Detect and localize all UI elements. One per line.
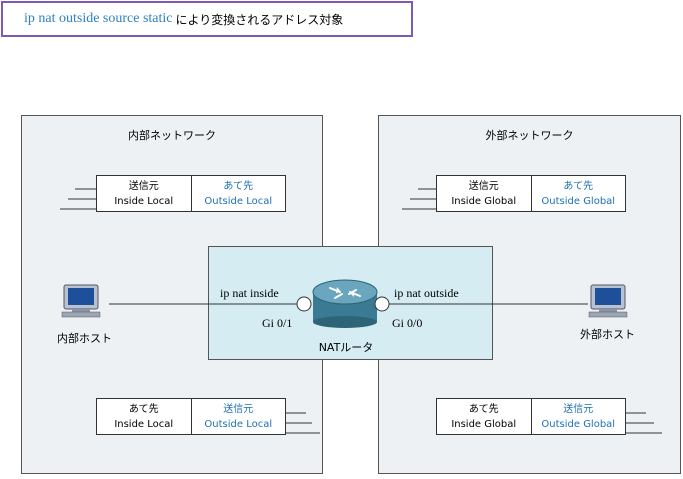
inside-host-label: 内部ホスト: [57, 332, 112, 345]
inside-network-label: 内部ネットワーク: [128, 129, 216, 142]
address-cell: 送信元 Outside Local: [190, 399, 286, 434]
address-cell: 送信元 Outside Global: [530, 399, 626, 434]
address-type: Outside Local: [204, 418, 273, 430]
address-cell: 送信元 Inside Local: [97, 176, 191, 211]
address-role: あて先: [128, 403, 159, 415]
address-type: Inside Global: [451, 195, 517, 207]
outside-port-marker: [374, 296, 390, 312]
pc-icon: [61, 284, 101, 318]
outside-bottom-table-stubs: [626, 412, 662, 434]
address-role: 送信元: [563, 403, 594, 415]
address-role: あて先: [468, 403, 499, 415]
address-role: あて先: [563, 180, 594, 192]
address-cell: あて先 Outside Global: [530, 176, 626, 211]
pc-icon: [588, 284, 628, 318]
router-icon: [312, 279, 378, 328]
title-command: ip nat outside source static: [24, 11, 173, 26]
inside-top-table-stubs: [60, 188, 96, 210]
inside-bottom-table-stubs: [285, 412, 320, 434]
address-type: Outside Global: [541, 195, 616, 207]
router-label: NATルータ: [318, 341, 374, 354]
address-cell: 送信元 Inside Global: [437, 176, 531, 211]
address-role: 送信元: [128, 180, 159, 192]
address-role: 送信元: [223, 403, 254, 415]
outside-host-label: 外部ホスト: [580, 328, 635, 341]
outside-top-address-table: 送信元 Inside Global あて先 Outside Global: [436, 175, 626, 212]
address-type: Inside Global: [451, 418, 517, 430]
diagram-title: ip nat outside source static により変換されるアドレ…: [1, 1, 413, 37]
address-cell: あて先 Inside Local: [97, 399, 191, 434]
inside-interface-command: ip nat inside: [220, 286, 279, 300]
address-type: Inside Local: [114, 418, 174, 430]
address-role: あて先: [223, 180, 254, 192]
inside-top-address-table: 送信元 Inside Local あて先 Outside Local: [96, 175, 286, 212]
outside-network-label: 外部ネットワーク: [485, 129, 574, 142]
outside-top-table-stubs: [402, 188, 436, 210]
address-type: Inside Local: [114, 195, 174, 207]
outside-port-label: Gi 0/0: [392, 316, 423, 330]
address-type: Outside Global: [541, 418, 616, 430]
title-description: により変換されるアドレス対象: [175, 12, 344, 27]
inside-port-marker: [296, 296, 312, 312]
address-cell: あて先 Outside Local: [190, 176, 286, 211]
address-role: 送信元: [468, 180, 499, 192]
inside-port-label: Gi 0/1: [262, 316, 293, 330]
outside-interface-command: ip nat outside: [394, 286, 459, 300]
address-cell: あて先 Inside Global: [437, 399, 531, 434]
outside-bottom-address-table: あて先 Inside Global 送信元 Outside Global: [436, 398, 626, 435]
inside-bottom-address-table: あて先 Inside Local 送信元 Outside Local: [96, 398, 286, 435]
address-type: Outside Local: [204, 195, 273, 207]
